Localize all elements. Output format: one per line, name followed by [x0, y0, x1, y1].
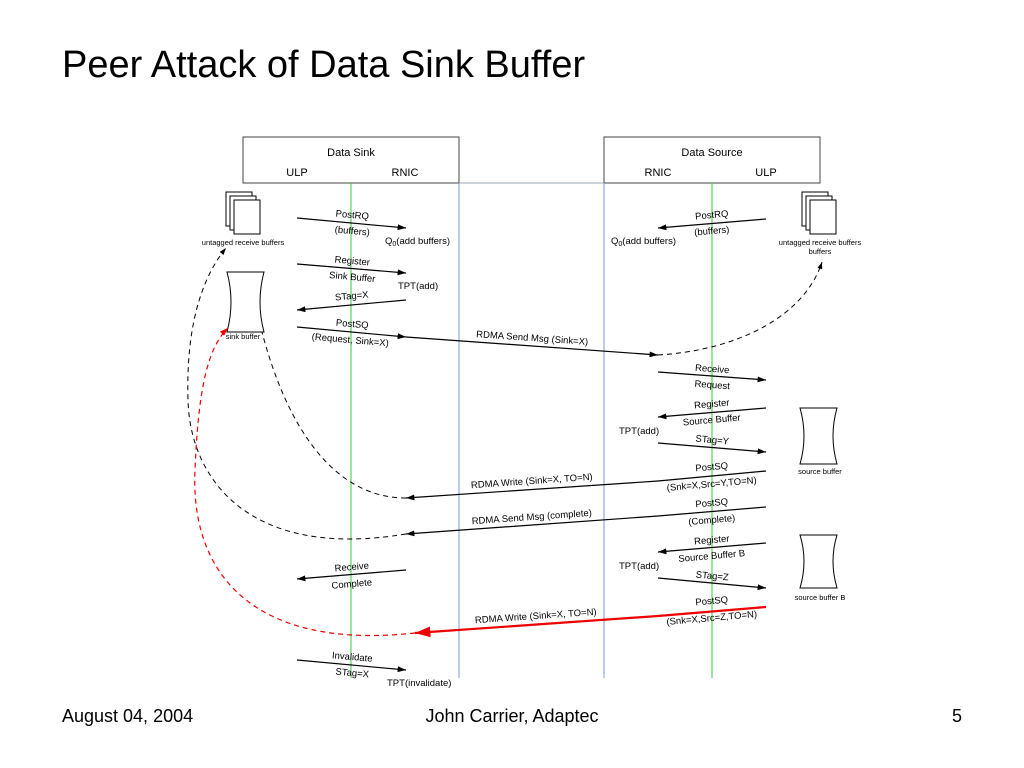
send-request-label: RDMA Send Msg (Sink=X) — [476, 329, 589, 348]
sink-postsq-label: PostSQ — [335, 318, 369, 332]
sink-receive-complete-label-2: Complete — [331, 577, 372, 592]
data-source-box — [603, 136, 821, 184]
source-postsq-complete-label-2: (Complete) — [688, 513, 736, 528]
source-postsq-arrow — [657, 470, 767, 482]
source-untagged-buffers-label: untagged receive buffers — [779, 238, 862, 247]
sink-register-label-2: Sink Buffer — [329, 270, 376, 285]
source-ulp-label: ULP — [755, 167, 776, 179]
source-receive-arrow — [657, 371, 767, 383]
source-postsq-complete-label: PostSQ — [695, 497, 729, 511]
sink-untagged-buffers-label: untagged receive buffers — [202, 238, 285, 247]
slide-title: Peer Attack of Data Sink Buffer — [62, 44, 586, 86]
sink-tpt-invalidate-label: TPT(invalidate) — [387, 678, 451, 689]
attack-flow-curve — [194, 327, 416, 637]
rdma-write-1-arrow — [405, 480, 659, 501]
request-flow-curve — [657, 261, 823, 356]
sink-tpt-add-label: TPT(add) — [398, 281, 438, 292]
sink-q0-label: Q0(add buffers) — [385, 236, 450, 248]
source-stag-y-label: STag=Y — [695, 434, 730, 448]
sink-postrq-label: PostRQ — [335, 209, 369, 223]
write-1-flow-curve — [261, 331, 407, 499]
sink-postrq-label-2: (buffers) — [334, 224, 370, 238]
source-postsq-b-label: PostSQ — [695, 595, 729, 609]
source-postsq-complete-arrow — [657, 506, 767, 517]
source-postsq-label: PostSQ — [695, 461, 729, 475]
rdma-write-2-label: RDMA Write (Sink=X, TO=N) — [475, 607, 597, 626]
sink-untagged-buffers-icon — [225, 191, 261, 235]
sink-buffer-icon — [226, 271, 265, 333]
sink-rnic-label: RNIC — [392, 167, 419, 179]
rdma-write-2-arrow — [414, 614, 659, 638]
source-register-b-arrow — [657, 542, 767, 555]
source-postrq-label-2: (buffers) — [694, 224, 730, 238]
source-register-b-label: Register — [694, 533, 730, 547]
rdma-write-1-label: RDMA Write (Sink=X, TO=N) — [471, 472, 593, 491]
source-postsq-b-arrow — [657, 605, 767, 618]
source-untagged-buffers-icon — [801, 191, 837, 235]
source-tpt-add-b-label: TPT(add) — [619, 561, 659, 572]
sink-stag-arrow — [296, 299, 407, 313]
data-sink-box — [242, 136, 460, 184]
source-stag-z-label: STag=Z — [695, 570, 729, 584]
source-buffer-label: source buffer — [798, 467, 842, 476]
footer-author: John Carrier, Adaptec — [425, 706, 599, 726]
source-postrq-label: PostRQ — [695, 209, 729, 223]
source-register-label: Register — [694, 397, 730, 411]
source-register-arrow — [657, 407, 767, 420]
source-receive-label: Receive — [695, 363, 730, 376]
data-source-title: Data Source — [681, 147, 742, 159]
footer-page-number: 5 — [951, 706, 962, 726]
source-stag-z-arrow — [657, 577, 767, 591]
sink-receive-complete-label: Receive — [334, 561, 369, 575]
sink-receive-complete-arrow — [296, 569, 407, 582]
sink-invalidate-label-2: STag=X — [335, 667, 370, 681]
sink-register-arrow — [296, 263, 407, 276]
data-sink-title: Data Sink — [327, 147, 375, 159]
sink-postrq-arrow — [296, 217, 407, 231]
source-tpt-add-label: TPT(add) — [619, 426, 659, 437]
sink-buffer-label: sink buffer — [226, 332, 261, 341]
source-q0-label: Q0(add buffers) — [611, 236, 676, 248]
sink-postsq-arrow — [296, 326, 407, 340]
sink-stag-label: STag=X — [335, 290, 370, 304]
sink-invalidate-arrow — [296, 659, 407, 673]
send-complete-label: RDMA Send Msg (complete) — [471, 508, 592, 527]
send-complete-arrow — [405, 515, 659, 537]
source-stag-y-arrow — [657, 442, 767, 455]
source-rnic-label: RNIC — [645, 167, 672, 179]
sink-register-label: Register — [334, 254, 370, 268]
complete-flow-curve — [187, 247, 407, 540]
source-buffer-b-icon — [799, 534, 838, 589]
source-register-label-2: Source Buffer — [682, 413, 741, 429]
sink-ulp-label: ULP — [286, 167, 307, 179]
send-request-arrow — [405, 336, 659, 358]
source-buffer-icon — [799, 407, 838, 465]
footer-date: August 04, 2004 — [62, 706, 194, 726]
source-postrq-arrow — [657, 218, 767, 231]
source-untagged-buffers-label-2: buffers — [809, 247, 832, 256]
source-receive-label-2: Request — [694, 379, 730, 392]
source-buffer-b-label: source buffer B — [795, 593, 846, 602]
sink-invalidate-label: Invalidate — [331, 650, 372, 665]
